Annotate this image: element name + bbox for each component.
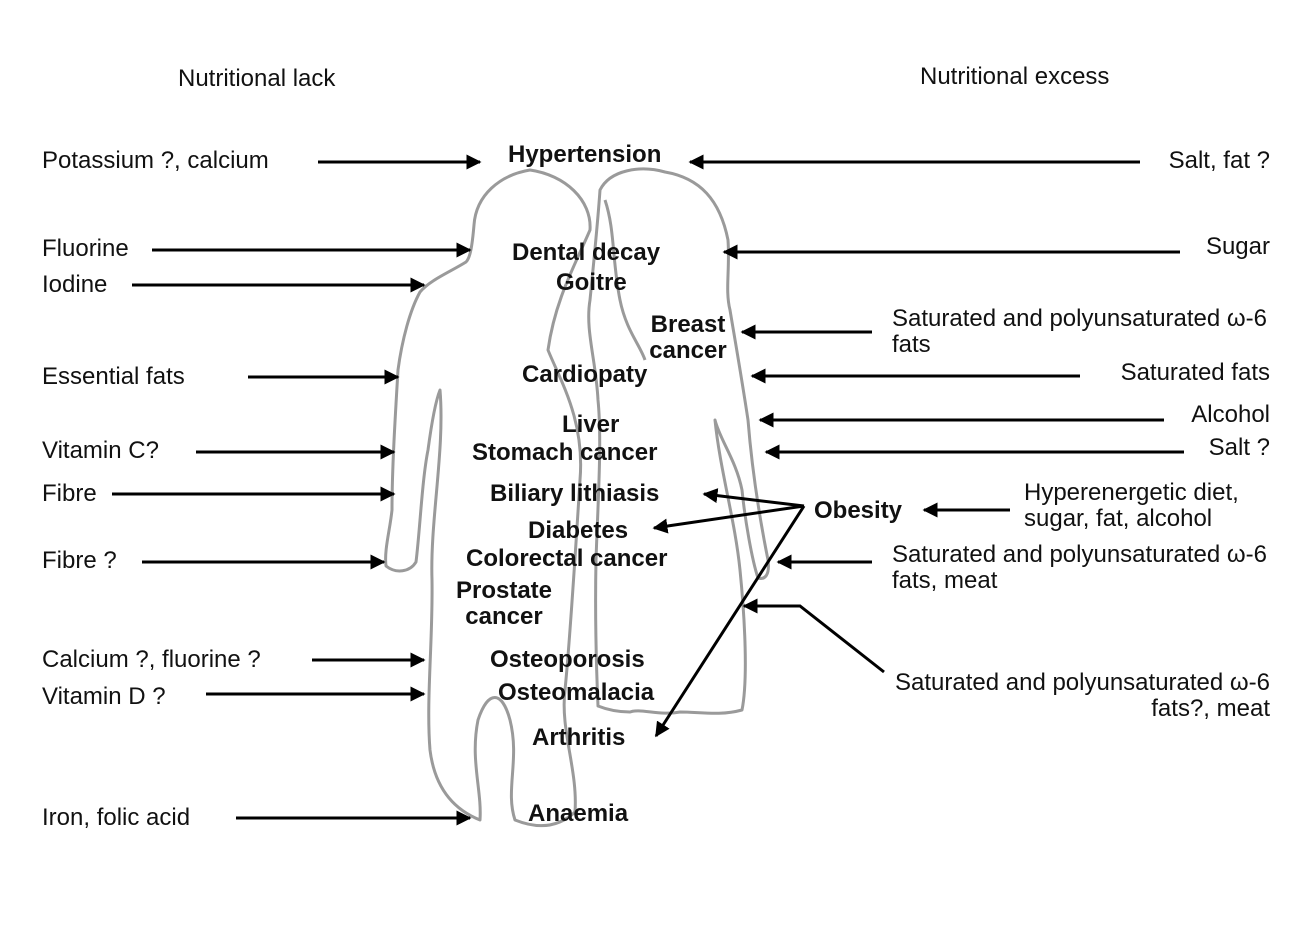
right-label-salt-fat: Salt, fat ? (1169, 148, 1270, 174)
disease-dental-decay: Dental decay (512, 240, 660, 266)
left-label-iron-folic: Iron, folic acid (42, 805, 190, 831)
left-label-vitamin-c: Vitamin C? (42, 438, 159, 464)
obesity-arrows (654, 494, 804, 736)
disease-diabetes: Diabetes (528, 518, 628, 544)
disease-colorectal-cancer: Colorectal cancer (466, 546, 667, 572)
left-label-calcium-fluorine: Calcium ?, fluorine ? (42, 647, 261, 673)
left-label-essential-fats: Essential fats (42, 364, 185, 390)
left-label-potassium: Potassium ?, calcium (42, 148, 269, 174)
right-label-sugar: Sugar (1206, 234, 1270, 260)
left-label-fluorine: Fluorine (42, 236, 129, 262)
arrow-fats-meat-q (744, 606, 884, 672)
disease-hypertension: Hypertension (508, 142, 661, 168)
right-label-breast-fats: Saturated and polyunsaturated ω-6 fats (892, 306, 1276, 358)
obesity-label: Obesity (814, 498, 902, 524)
left-label-iodine: Iodine (42, 272, 107, 298)
arrow-obesity-biliary (704, 494, 804, 506)
disease-breast-cancer: Breast cancer (638, 312, 738, 364)
left-label-fibre: Fibre (42, 481, 97, 507)
right-label-alcohol: Alcohol (1191, 402, 1270, 428)
right-label-fats-meat: Saturated and polyunsaturated ω-6 fats, … (892, 542, 1276, 594)
right-label-saturated-fats: Saturated fats (1121, 360, 1270, 386)
header-nutritional-excess: Nutritional excess (920, 64, 1109, 90)
arrow-obesity-arthritis (656, 506, 804, 736)
disease-cardiopaty: Cardiopaty (522, 362, 647, 388)
left-label-fibre-q: Fibre ? (42, 548, 117, 574)
disease-goitre: Goitre (556, 270, 627, 296)
disease-osteoporosis: Osteoporosis (490, 647, 645, 673)
right-arrows (690, 162, 1184, 672)
disease-stomach-cancer: Stomach cancer (472, 440, 657, 466)
disease-liver: Liver (562, 412, 619, 438)
disease-arthritis: Arthritis (532, 725, 625, 751)
disease-prostate-cancer: Prostate cancer (444, 578, 564, 630)
header-nutritional-lack: Nutritional lack (178, 66, 335, 92)
right-label-hyperenergetic: Hyperenergetic diet, sugar, fat, alcohol (1024, 480, 1274, 532)
left-arrows (112, 162, 480, 818)
right-label-salt-q: Salt ? (1209, 435, 1270, 461)
disease-osteomalacia: Osteomalacia (498, 680, 654, 706)
disease-biliary-lithiasis: Biliary lithiasis (490, 481, 659, 507)
disease-anaemia: Anaemia (528, 801, 628, 827)
left-label-vitamin-d: Vitamin D ? (42, 684, 166, 710)
right-label-fats-meat-q: Saturated and polyunsaturated ω-6 fats?,… (892, 670, 1270, 722)
